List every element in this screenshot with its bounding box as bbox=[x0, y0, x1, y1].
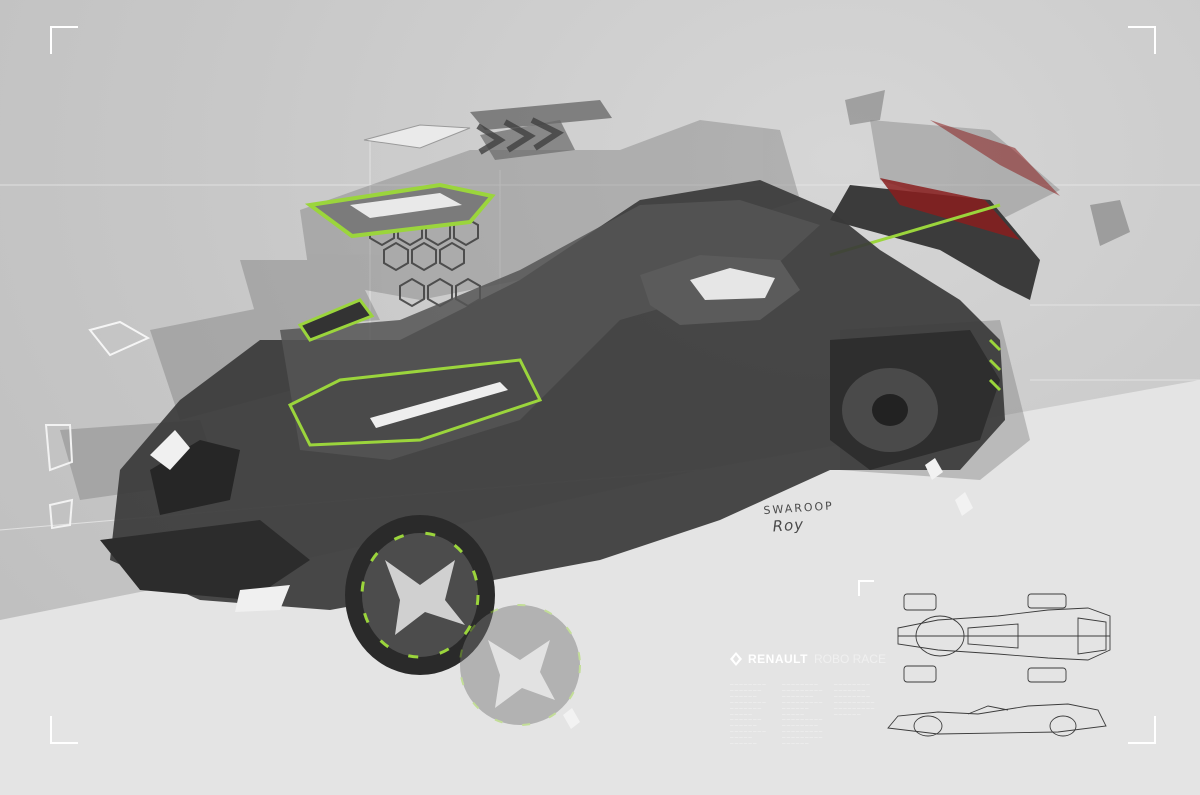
exploded-parts bbox=[44, 90, 1130, 530]
legend-item: — — — — — — — — bbox=[730, 699, 766, 704]
side-view-drawing bbox=[887, 703, 1107, 737]
brand-subtitle: ROBO RACE bbox=[813, 652, 886, 666]
legend-item: — — — — — — — — — bbox=[834, 699, 875, 704]
legend-item: — — — — — — bbox=[782, 705, 809, 710]
legend-item: — — — — — — — — — bbox=[782, 699, 823, 704]
legend-item: — — — — — — — bbox=[782, 693, 814, 698]
legend-item: — — — — — — bbox=[730, 741, 757, 746]
frame-corner-top-left bbox=[50, 26, 78, 54]
legend-item: — — — — — — — — bbox=[730, 729, 766, 734]
artist-signature: SWAROOP Roy bbox=[763, 497, 855, 535]
legend-item: — — — — — — — bbox=[834, 687, 866, 692]
legend-item: — — — — — — — — — bbox=[782, 717, 823, 722]
parts-legend: — — — — — — — — — — — — — — — — — — — — … bbox=[730, 682, 876, 746]
legend-item: — — — — — — — — — bbox=[834, 705, 875, 710]
legend-item: — — — — — — — — bbox=[834, 693, 870, 698]
legend-item: — — — — — — bbox=[730, 723, 757, 728]
frame-corner-top-right bbox=[1128, 26, 1156, 54]
car-body bbox=[100, 180, 1005, 726]
legend-item: — — — — — — bbox=[730, 693, 757, 698]
legend-item: — — — — — — — — bbox=[730, 682, 766, 686]
legend-item: — — — — — — — — — bbox=[782, 729, 823, 734]
rear-wing bbox=[829, 120, 1060, 300]
legend-item: — — — — — — bbox=[834, 711, 861, 716]
legend-item: — — — — — — — — bbox=[834, 682, 870, 686]
legend-item: — — — — — — — bbox=[730, 705, 762, 710]
renault-diamond-marks bbox=[563, 458, 973, 729]
legend-item: — — — — — — — bbox=[730, 687, 762, 692]
legend-item: — — — — — — bbox=[782, 741, 809, 746]
renault-diamond-icon bbox=[730, 652, 742, 666]
legend-column: — — — — — — — — — — — — — — — — — — — — … bbox=[782, 682, 824, 746]
blueprint-corner bbox=[858, 580, 874, 596]
legend-item: — — — — — bbox=[730, 711, 752, 716]
legend-column: — — — — — — — — — — — — — — — — — — — — … bbox=[834, 682, 876, 746]
brand-name: RENAULT bbox=[748, 652, 808, 666]
legend-item: — — — — — — — — — bbox=[782, 735, 823, 740]
legend-column: — — — — — — — — — — — — — — — — — — — — … bbox=[730, 682, 772, 746]
frame-corner-bottom-left bbox=[50, 716, 78, 744]
legend-item: — — — — — bbox=[730, 735, 752, 740]
brand-lockup: RENAULT ROBO RACE bbox=[730, 652, 886, 666]
floor-highlight bbox=[0, 380, 1200, 795]
legend-item: — — — — — bbox=[782, 711, 804, 716]
legend-item: — — — — — — — — bbox=[782, 723, 818, 728]
legend-item: — — — — — — — bbox=[730, 717, 762, 722]
legend-item: — — — — — — — — — bbox=[782, 687, 823, 692]
frame-corner-bottom-right bbox=[1128, 716, 1156, 744]
legend-item: — — — — — — — — bbox=[782, 682, 818, 686]
technical-blueprint bbox=[887, 593, 1111, 737]
top-view-drawing bbox=[897, 593, 1111, 683]
